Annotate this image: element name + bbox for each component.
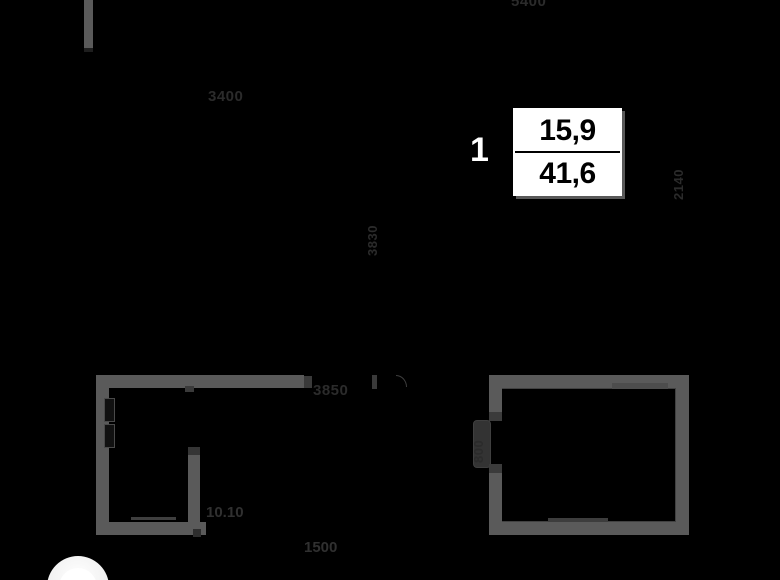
wall-right-room-right <box>676 375 689 535</box>
wall-right-room-bottom <box>489 522 689 535</box>
bottom-center-label: 1500 <box>304 539 338 556</box>
dimension-middle-vertical: 3830 <box>365 225 380 256</box>
apartment-info-box: 15,9 41,6 <box>513 108 622 196</box>
window-left-room-west <box>104 398 115 422</box>
door-right-room-entry <box>473 420 491 468</box>
outline-right-room-inner-right <box>675 388 676 522</box>
tick-left-room-top-inner <box>185 386 194 392</box>
outline-right-room-inner-top <box>502 388 676 389</box>
wall-tick-top-left <box>84 48 93 52</box>
window-left-room-west-2 <box>104 424 115 448</box>
tick-left-room-partition-cap <box>188 447 200 455</box>
tick-left-room-bottom-sill <box>131 517 176 520</box>
wall-left-room-top <box>96 375 304 388</box>
tick-corridor-right <box>372 375 377 389</box>
tick-right-room-corner-sw <box>489 464 502 473</box>
dimension-right-vertical: 2140 <box>671 169 686 200</box>
tick-right-room-corner-nw <box>489 412 502 421</box>
door-swing-corridor <box>396 375 407 387</box>
dimension-right-room-entry: 800 <box>471 439 486 463</box>
wall-right-room-left-lower <box>489 466 502 535</box>
window-right-room-north <box>612 383 668 389</box>
wall-segment-top-left <box>84 0 93 50</box>
left-room-area-label: 10.10 <box>206 504 244 521</box>
dimension-upper-left: 3400 <box>208 88 244 105</box>
living-area-value: 15,9 <box>515 110 620 153</box>
dimension-top-center: 5400 <box>511 0 547 10</box>
room-count-label: 1 <box>470 131 489 169</box>
dimension-corridor: 3850 <box>313 382 349 399</box>
tick-left-room-partition-foot <box>193 529 201 537</box>
logo-watermark-inner <box>59 568 97 580</box>
wall-left-room-bottom <box>96 522 206 535</box>
total-area-value: 41,6 <box>539 156 596 190</box>
window-right-room-south <box>548 518 608 522</box>
wall-right-room-left-upper <box>489 375 502 420</box>
wall-left-room-partition <box>188 455 200 535</box>
tick-corridor-left <box>304 376 312 388</box>
